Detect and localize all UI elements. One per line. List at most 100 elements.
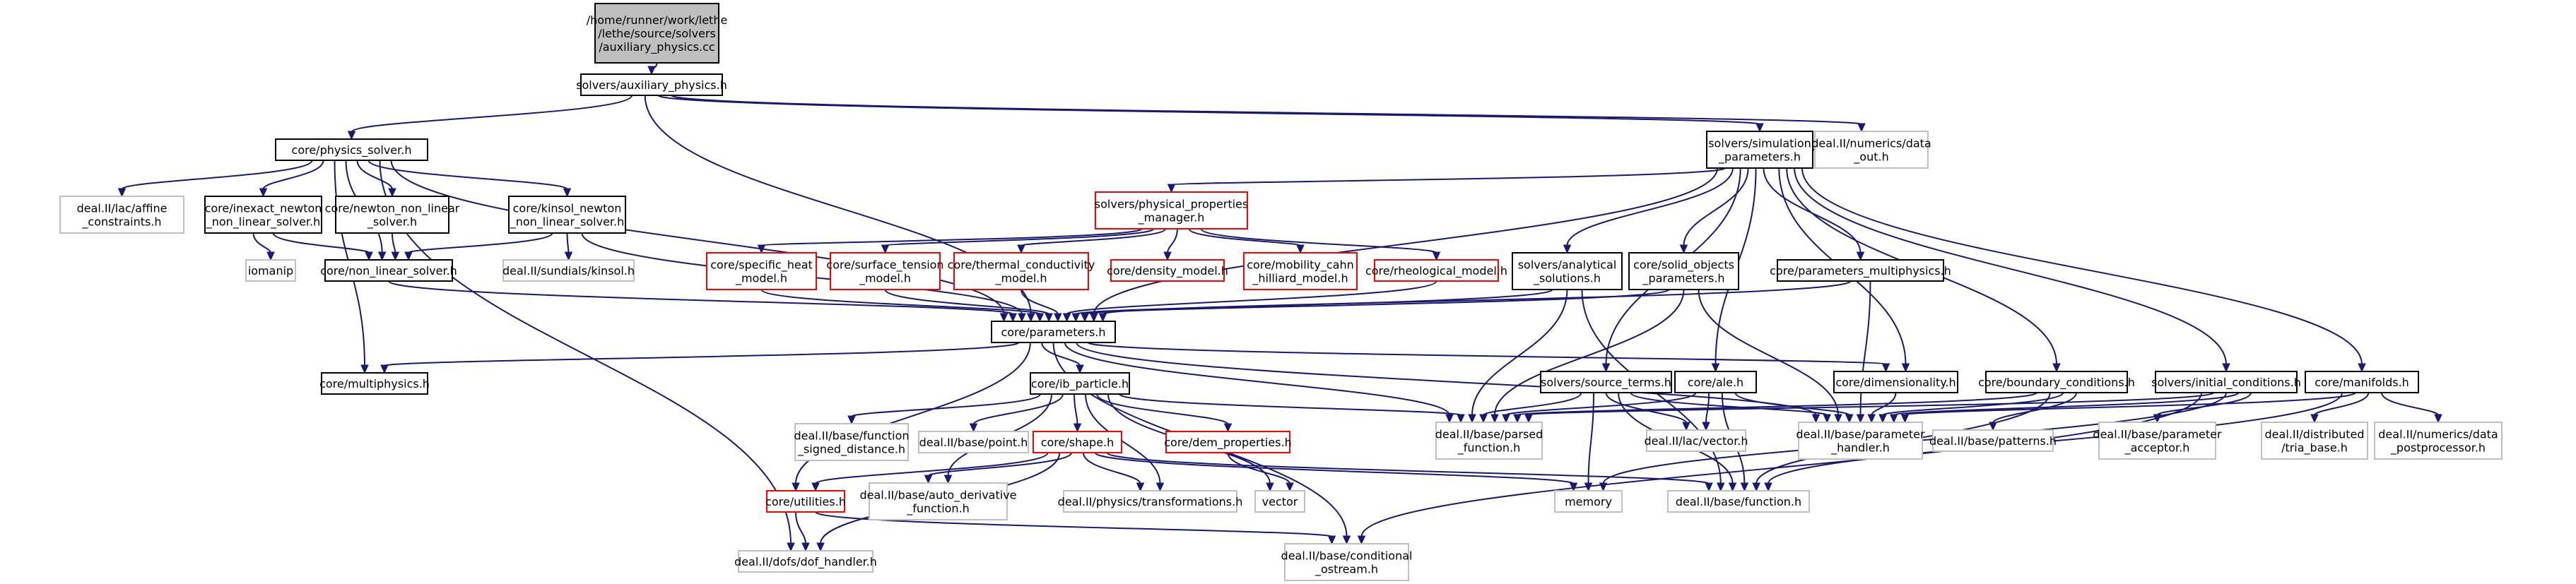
- include-edge: [671, 95, 1866, 133]
- include-edge: [1524, 392, 2215, 424]
- include-edge: [2381, 392, 2442, 424]
- node-label: core/thermal_conductivity: [948, 258, 1095, 273]
- include-edge: [404, 232, 553, 261]
- file-node-surface-tension[interactable]: core/surface_tension_model.h: [826, 252, 944, 290]
- node-label: _parameters.h: [1718, 150, 1801, 165]
- file-node-aux-h[interactable]: solvers/auxiliary_physics.h: [576, 73, 727, 96]
- file-node-newton-nls[interactable]: core/newton_non_linear_solver.h: [325, 196, 460, 234]
- file-node-inexact-newton[interactable]: core/inexact_newton_non_linear_solver.h: [204, 196, 322, 234]
- include-edge: [1468, 289, 1568, 424]
- node-label: deal.II/base/point.h: [919, 436, 1028, 449]
- node-label: deal.II/lac/affine: [77, 202, 167, 215]
- include-edge: [1017, 228, 1167, 254]
- include-edge: [1764, 392, 2343, 492]
- file-node-shape[interactable]: core/shape.h: [1033, 431, 1122, 453]
- node-box: [1667, 490, 1810, 513]
- node-label: _model.h: [735, 272, 787, 286]
- file-node-mobility-cahn[interactable]: core/mobility_cahn_hilliard_model.h: [1243, 252, 1358, 290]
- file-node-solid-objects[interactable]: core/solid_objects_parameters.h: [1628, 252, 1739, 290]
- file-node-manifolds[interactable]: core/manifolds.h: [2305, 371, 2419, 393]
- node-box: [2155, 371, 2298, 393]
- node-label: deal.II/base/auto_derivative: [859, 489, 1016, 503]
- node-label: core/non_linear_solver.h: [320, 264, 457, 278]
- node-label: deal.II/physics/transformations.h: [1058, 495, 1243, 508]
- include-edge: [1106, 452, 1713, 492]
- node-box: [953, 252, 1089, 290]
- node-label: core/utilities.h: [765, 495, 846, 508]
- node-label: deal.II/sundials/kinsol.h: [502, 264, 635, 278]
- node-box: [324, 259, 453, 282]
- file-node-params-multiphysics[interactable]: core/parameters_multiphysics.h: [1770, 259, 1951, 282]
- node-label: core/density_model.h: [1107, 264, 1228, 278]
- node-box: [1540, 371, 1672, 393]
- include-edge: [1089, 167, 1718, 323]
- include-edge: [117, 160, 313, 198]
- node-label: /home/runner/work/lethe: [587, 13, 728, 27]
- include-edge: [1502, 392, 1697, 424]
- include-edge: [1200, 228, 1441, 261]
- file-node-boundary-cond[interactable]: core/boundary_conditions.h: [1978, 371, 2135, 393]
- node-label: /tria_base.h: [2281, 441, 2348, 455]
- node-box: [1284, 543, 1409, 581]
- include-edge: [1085, 393, 1165, 492]
- file-node-simulation-params[interactable]: solvers/simulation_parameters.h: [1706, 131, 1813, 169]
- node-label: _function.h: [906, 502, 970, 516]
- file-node-specific-heat[interactable]: core/specific_heat_model.h: [706, 252, 817, 290]
- node-label: vector: [1262, 495, 1298, 508]
- node-label: solvers/simulation: [1708, 137, 1811, 150]
- file-node-phys-props-mgr[interactable]: solvers/physical_properties_manager.h: [1095, 191, 1248, 230]
- include-edge: [1563, 167, 1734, 254]
- include-edge: [1082, 452, 1145, 492]
- file-node-auto-derivative: deal.II/base/auto_derivative_function.h: [859, 482, 1017, 520]
- file-node-density-model[interactable]: core/density_model.h: [1107, 259, 1228, 282]
- file-node-tria-base: deal.II/distributed/tria_base.h: [2261, 422, 2368, 460]
- include-edge: [367, 160, 572, 198]
- file-node-physics-solver[interactable]: core/physics_solver.h: [275, 138, 428, 161]
- include-edge: [1167, 167, 1726, 193]
- node-box: [706, 252, 817, 290]
- node-label: core/ale.h: [1688, 376, 1743, 389]
- file-node-dem-properties[interactable]: core/dem_properties.h: [1164, 431, 1292, 453]
- file-node-dimensionality[interactable]: core/dimensionality.h: [1833, 371, 1958, 393]
- file-node-utilities[interactable]: core/utilities.h: [765, 490, 846, 513]
- node-label: core/dem_properties.h: [1164, 436, 1292, 450]
- include-edge: [272, 232, 373, 261]
- include-edge: [1801, 167, 2366, 373]
- node-box: [321, 372, 428, 395]
- node-label: memory: [1565, 495, 1612, 508]
- file-node-parameters[interactable]: core/parameters.h: [991, 321, 1116, 343]
- node-box: [1814, 131, 1929, 169]
- node-label: core/shape.h: [1041, 436, 1114, 449]
- node-box: [1374, 259, 1499, 282]
- file-node-sundials-kinsol: deal.II/sundials/kinsol.h: [502, 259, 635, 282]
- node-label: core/multiphysics.h: [319, 377, 430, 391]
- file-node-kinsol-newton[interactable]: core/kinsol_newton_non_linear_solver.h: [508, 196, 626, 234]
- node-label: solvers/initial_conditions.h: [2151, 376, 2301, 390]
- file-node-rheological[interactable]: core/rheological_model.h: [1365, 259, 1507, 282]
- file-node-root[interactable]: /home/runner/work/lethe/lethe/source/sol…: [587, 3, 728, 64]
- file-node-base-function: deal.II/base/function.h: [1667, 490, 1810, 513]
- file-node-source-terms[interactable]: solvers/source_terms.h: [1540, 371, 1672, 393]
- file-node-thermal-cond[interactable]: core/thermal_conductivity_model.h: [948, 252, 1095, 290]
- file-node-analytical-sol[interactable]: solvers/analytical_solutions.h: [1512, 252, 1623, 290]
- node-label: _non_linear_solver.h: [206, 215, 321, 230]
- node-label: core/newton_non_linear: [325, 202, 460, 216]
- node-label: core/parameters.h: [1001, 326, 1105, 339]
- file-node-ib-particle[interactable]: core/ib_particle.h: [1030, 372, 1130, 395]
- file-node-ale[interactable]: core/ale.h: [1674, 371, 1757, 393]
- include-edge: [657, 95, 1764, 133]
- node-label: _ostream.h: [1315, 563, 1378, 577]
- node-label: deal.II/numerics/data: [2378, 428, 2498, 441]
- file-node-multiphysics[interactable]: core/multiphysics.h: [319, 372, 430, 395]
- node-label: core/boundary_conditions.h: [1978, 376, 2135, 390]
- node-label: iomanip: [248, 264, 293, 278]
- file-node-dof-handler: deal.II/dofs/dof_handler.h: [734, 550, 877, 573]
- file-node-non-linear-solver[interactable]: core/non_linear_solver.h: [320, 259, 457, 282]
- node-box: [2305, 371, 2419, 393]
- include-edge: [760, 289, 1045, 323]
- node-label: _acceptor.h: [2124, 441, 2190, 455]
- file-node-parsed-function: deal.II/base/parsed_function.h: [1435, 422, 1543, 460]
- node-box: [59, 196, 184, 234]
- file-node-initial-cond[interactable]: solvers/initial_conditions.h: [2151, 371, 2301, 393]
- include-edge: [757, 228, 1143, 254]
